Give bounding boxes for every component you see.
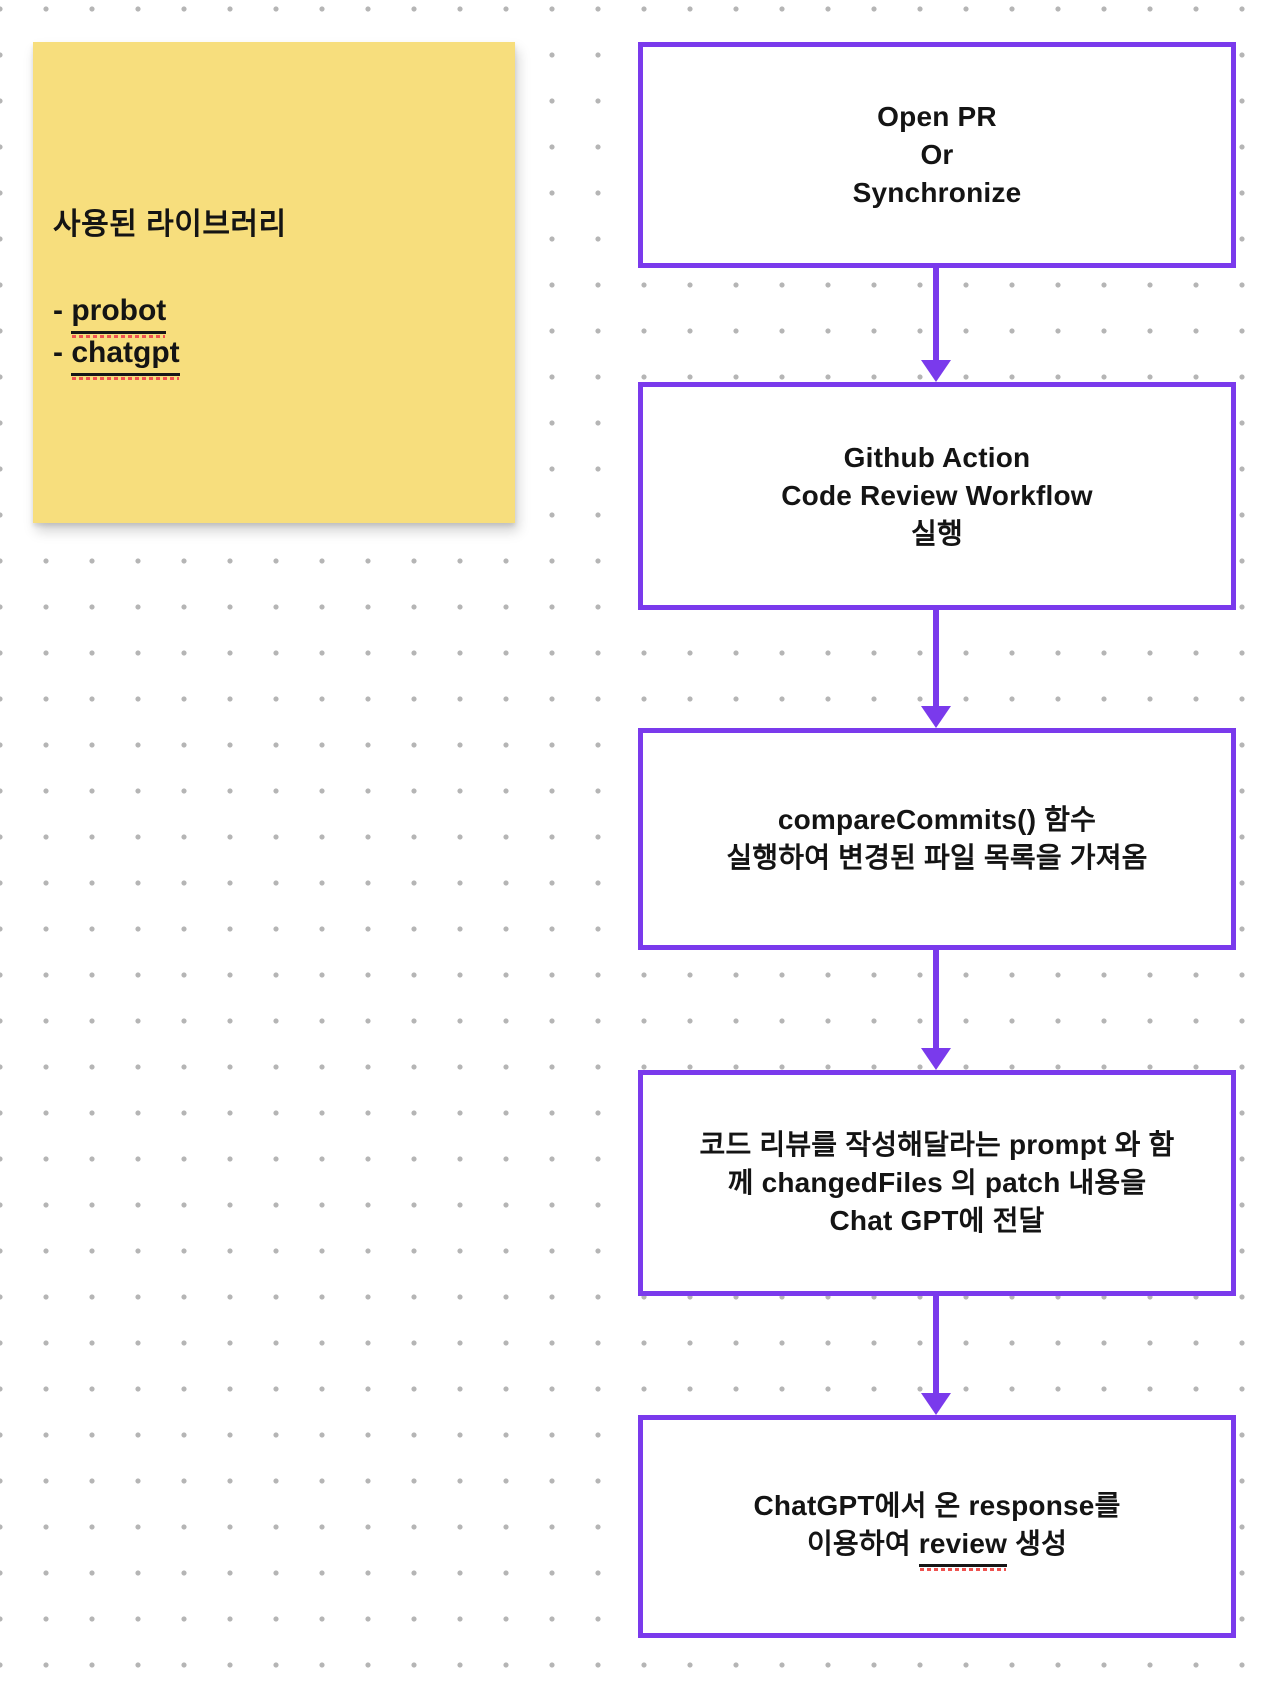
flow-node-text: compareCommits() 함수 실행하여 변경된 파일 목록을 가져옴 <box>726 801 1147 877</box>
node-line: 께 changedFiles 의 patch 내용을 <box>727 1167 1147 1198</box>
flow-node-text: Github Action Code Review Workflow 실행 <box>781 439 1093 553</box>
list-item-chatgpt: - chatgpt <box>53 334 515 380</box>
flow-node-text: 코드 리뷰를 작성해달라는 prompt 와 함 께 changedFiles … <box>699 1126 1174 1240</box>
connector-arrow-3[interactable] <box>921 950 951 1070</box>
node-line: compareCommits() 함수 <box>777 804 1097 835</box>
connector-arrow-2[interactable] <box>921 610 951 728</box>
node-line: Open PR <box>877 101 997 132</box>
node-line: 코드 리뷰를 작성해달라는 prompt 와 함 <box>699 1129 1175 1160</box>
library-name-probot: probot <box>71 292 167 338</box>
connector-arrow-1[interactable] <box>921 268 951 382</box>
flow-node-text: ChatGPT에서 온 response를 이용하여 review 생성 <box>753 1487 1121 1571</box>
node-line: Chat GPT에 전달 <box>829 1205 1045 1236</box>
arrow-head-icon <box>921 1393 951 1415</box>
line-suffix: 생성 <box>1007 1527 1068 1559</box>
sticky-note-list: - probot - chatgpt <box>53 292 515 380</box>
flow-node-create-review[interactable]: ChatGPT에서 온 response를 이용하여 review 생성 <box>638 1415 1236 1638</box>
flow-node-open-pr[interactable]: Open PR Or Synchronize <box>638 42 1236 268</box>
node-line: ChatGPT에서 온 response를 <box>753 1489 1121 1521</box>
arrow-stem <box>933 1296 939 1395</box>
arrow-stem <box>933 950 939 1050</box>
arrow-head-icon <box>921 360 951 382</box>
flow-node-compare-commits[interactable]: compareCommits() 함수 실행하여 변경된 파일 목록을 가져옴 <box>638 728 1236 950</box>
sticky-note[interactable]: 사용된 라이브러리 - probot - chatgpt <box>33 42 515 523</box>
node-line: Or <box>920 139 954 170</box>
node-line: Code Review Workflow <box>781 480 1093 511</box>
review-word: review <box>918 1525 1008 1571</box>
arrow-head-icon <box>921 706 951 728</box>
flow-node-github-action[interactable]: Github Action Code Review Workflow 실행 <box>638 382 1236 610</box>
library-name-chatgpt: chatgpt <box>71 334 180 380</box>
node-line: 실행 <box>911 518 963 549</box>
arrow-stem <box>933 610 939 708</box>
node-line: Github Action <box>843 442 1031 473</box>
sticky-note-title: 사용된 라이브러리 <box>53 208 287 241</box>
arrow-stem <box>933 268 939 362</box>
arrow-head-icon <box>921 1048 951 1070</box>
node-line: Synchronize <box>852 177 1022 208</box>
flow-node-text: Open PR Or Synchronize <box>853 98 1022 212</box>
flow-node-send-to-chatgpt[interactable]: 코드 리뷰를 작성해달라는 prompt 와 함 께 changedFiles … <box>638 1070 1236 1296</box>
list-bullet: - <box>53 336 72 369</box>
line-prefix: 이용하여 <box>806 1527 919 1559</box>
list-item-probot: - probot <box>53 292 515 338</box>
node-line: 이용하여 review 생성 <box>753 1525 1120 1571</box>
list-bullet: - <box>53 294 72 327</box>
connector-arrow-4[interactable] <box>921 1296 951 1415</box>
node-line: 실행하여 변경된 파일 목록을 가져옴 <box>726 842 1148 873</box>
